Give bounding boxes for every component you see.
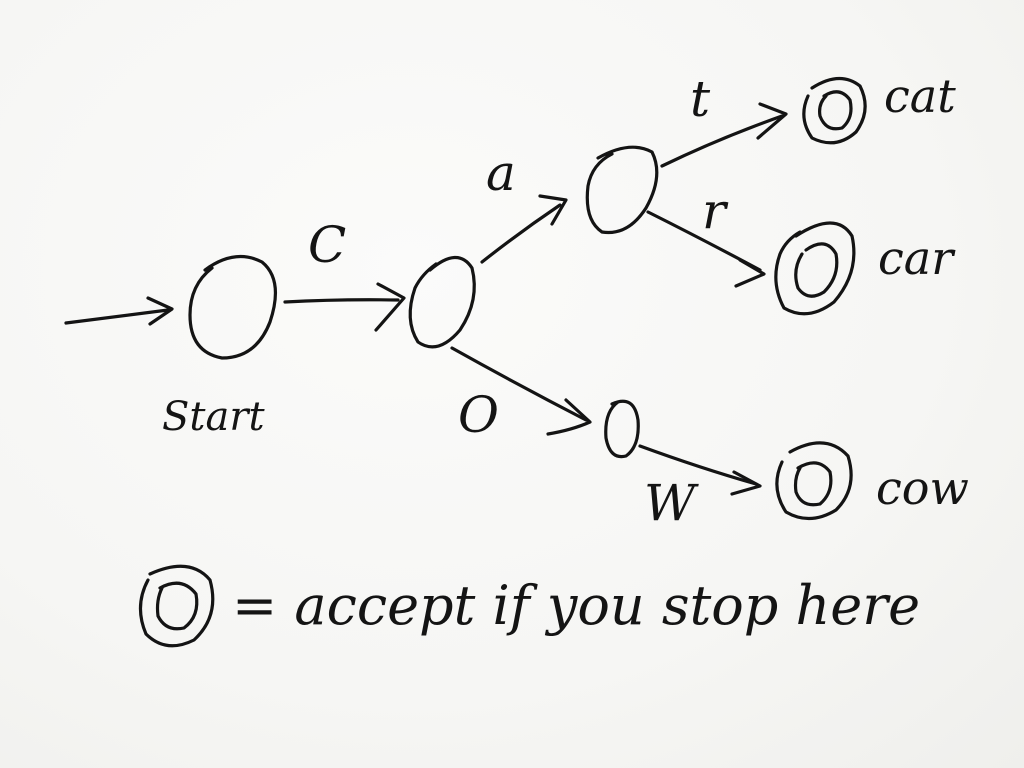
initial-arrow — [64, 296, 174, 326]
state-start — [188, 255, 277, 360]
word-label-cat: cat — [884, 69, 956, 123]
legend-text: = accept if you stop here — [232, 574, 920, 637]
word-label-cow: cow — [876, 461, 969, 515]
edge-c-ca — [480, 194, 568, 264]
edge-label-w: W — [644, 474, 699, 532]
word-label-car: car — [878, 231, 956, 285]
edge-co-cow — [638, 444, 762, 496]
edge-label-c: C — [308, 216, 346, 274]
state-c — [408, 255, 476, 349]
accept-state-cow — [775, 441, 853, 521]
edge-start-c — [283, 282, 406, 332]
edge-ca-car — [646, 210, 766, 288]
state-ca — [585, 145, 659, 235]
edge-label-r: r — [702, 182, 729, 240]
accept-state-car — [774, 221, 856, 316]
edge-c-co — [450, 346, 592, 436]
edge-ca-cat — [660, 102, 788, 168]
edge-label-t: t — [690, 70, 711, 128]
state-co — [604, 399, 640, 459]
accept-state-cat — [802, 76, 867, 145]
start-label: Start — [162, 394, 265, 440]
edge-label-a: a — [486, 144, 516, 202]
legend-accept-symbol — [138, 564, 215, 648]
edge-label-o: O — [458, 386, 499, 444]
